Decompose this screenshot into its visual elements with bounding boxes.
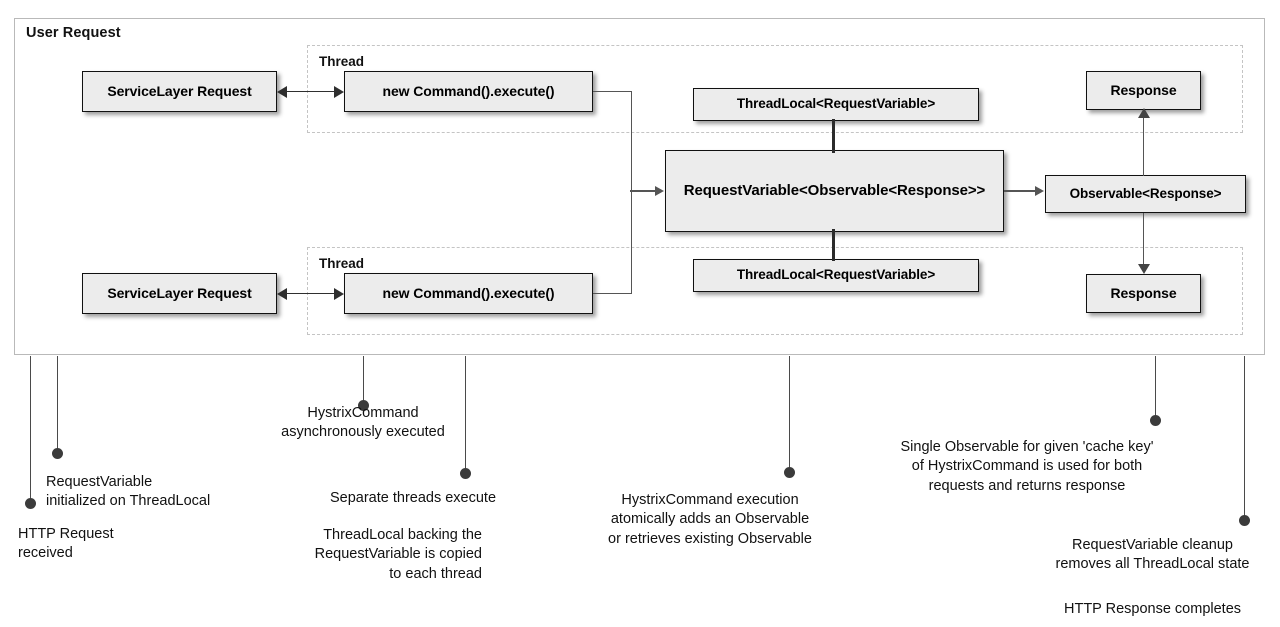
thread-lane-bottom bbox=[307, 247, 1243, 335]
annotation-hystrixcommand-async: HystrixCommand asynchronously executed bbox=[281, 405, 445, 441]
connector-merge-bus bbox=[630, 91, 632, 294]
connector-bus-to-requestvariable bbox=[630, 190, 656, 192]
arrowhead-left-bottom bbox=[277, 287, 287, 300]
connector-observable-to-response-bottom bbox=[1143, 213, 1145, 264]
leader-dot-single-observable bbox=[1150, 415, 1161, 426]
leader-line-single-observable bbox=[1155, 356, 1157, 421]
arrowhead-left-top bbox=[277, 85, 287, 98]
node-observable-response[interactable]: Observable<Response> bbox=[1045, 175, 1246, 213]
annotation-http-request-received: HTTP Request received bbox=[18, 526, 114, 562]
connector-cmd-top-out bbox=[593, 91, 632, 93]
annotation-requestvariable-initialized: RequestVariable initialized on ThreadLoc… bbox=[46, 474, 211, 510]
leader-dot-separate-threads bbox=[460, 468, 471, 479]
user-request-title: User Request bbox=[26, 25, 121, 41]
leader-dot-hystrixcommand-async bbox=[358, 400, 369, 411]
connector-requestvariable-to-observable bbox=[1004, 190, 1036, 192]
annotation-requestvariable-cleanup: RequestVariable cleanup removes all Thre… bbox=[1055, 537, 1250, 573]
connector-threadlocal-bottom-link bbox=[832, 229, 836, 261]
leader-dot-requestvariable-cleanup bbox=[1239, 515, 1250, 526]
connector-threadlocal-top-link bbox=[832, 119, 836, 153]
leader-line-separate-threads bbox=[465, 356, 467, 474]
node-command-execute-top[interactable]: new Command().execute() bbox=[344, 71, 593, 112]
node-command-execute-bottom[interactable]: new Command().execute() bbox=[344, 273, 593, 314]
thread-lane-top bbox=[307, 45, 1243, 133]
connector-svc-cmd-bottom bbox=[287, 292, 335, 295]
annotation-separate-threads-execute: Separate threads execute bbox=[329, 490, 497, 506]
node-request-variable[interactable]: RequestVariable<Observable<Response>> bbox=[665, 150, 1004, 232]
leader-line-hystrixcommand-async bbox=[363, 356, 365, 406]
leader-line-hystrixcommand-execution bbox=[789, 356, 791, 473]
arrowhead-right-bottom bbox=[334, 287, 344, 300]
annotation-single-observable: Single Observable for given 'cache key' … bbox=[900, 439, 1154, 494]
node-threadlocal-requestvariable-bottom[interactable]: ThreadLocal<RequestVariable> bbox=[693, 259, 979, 292]
arrowhead-into-response-top bbox=[1138, 108, 1150, 118]
connector-observable-to-response-top bbox=[1143, 118, 1145, 176]
node-servicelayer-request-top[interactable]: ServiceLayer Request bbox=[82, 71, 277, 112]
leader-dot-requestvariable-initialized bbox=[52, 448, 63, 459]
annotation-threadlocal-copied: ThreadLocal backing the RequestVariable … bbox=[314, 527, 482, 582]
thread-lane-bottom-label: Thread bbox=[317, 256, 367, 271]
leader-line-requestvariable-initialized bbox=[57, 356, 59, 454]
thread-lane-top-label: Thread bbox=[317, 54, 367, 69]
leader-line-http-request-received bbox=[30, 356, 32, 504]
node-servicelayer-request-bottom[interactable]: ServiceLayer Request bbox=[82, 273, 277, 314]
connector-svc-cmd-top bbox=[287, 90, 335, 93]
leader-line-requestvariable-cleanup bbox=[1244, 356, 1246, 521]
arrowhead-into-observable bbox=[1035, 185, 1044, 196]
annotation-http-response-completes: HTTP Response completes bbox=[1063, 601, 1242, 617]
connector-cmd-bottom-out bbox=[593, 293, 632, 295]
node-response-top[interactable]: Response bbox=[1086, 71, 1201, 110]
arrowhead-right-top bbox=[334, 85, 344, 98]
leader-dot-http-request-received bbox=[25, 498, 36, 509]
annotation-hystrixcommand-execution: HystrixCommand execution atomically adds… bbox=[608, 492, 812, 547]
node-threadlocal-requestvariable-top[interactable]: ThreadLocal<RequestVariable> bbox=[693, 88, 979, 121]
arrowhead-into-requestvariable bbox=[655, 185, 664, 196]
node-response-bottom[interactable]: Response bbox=[1086, 274, 1201, 313]
leader-dot-hystrixcommand-execution bbox=[784, 467, 795, 478]
arrowhead-into-response-bottom bbox=[1138, 264, 1150, 274]
